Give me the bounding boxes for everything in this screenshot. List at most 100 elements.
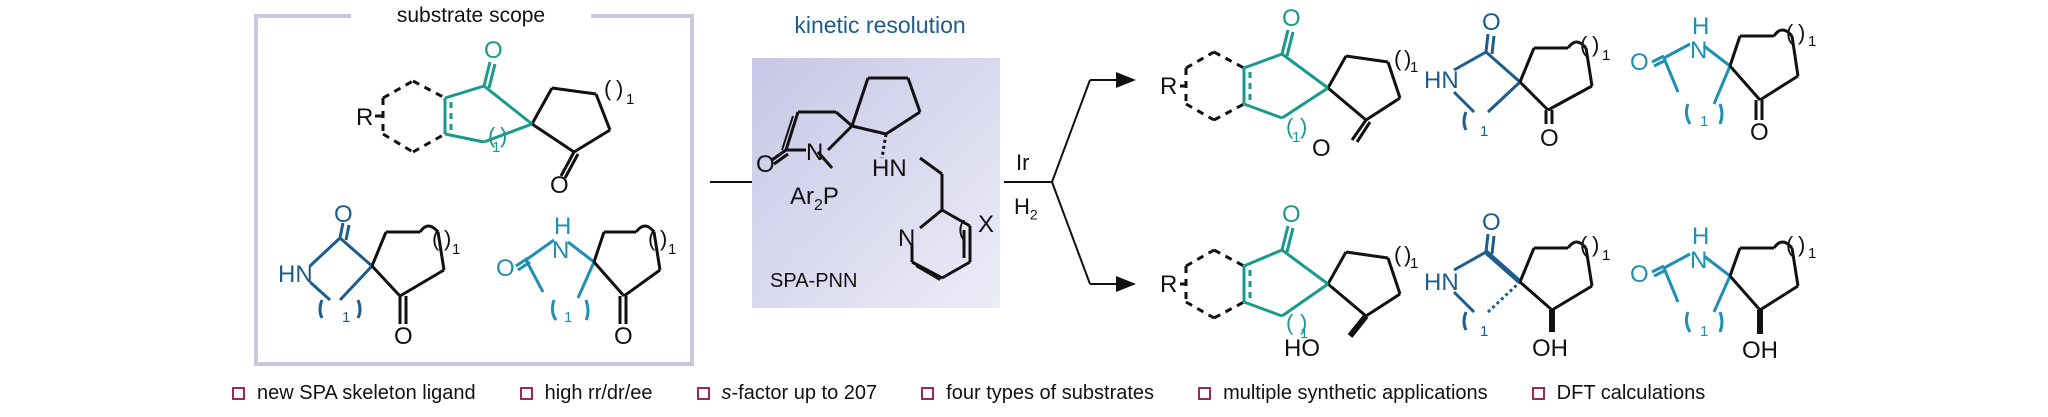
- product-top-indanone: [1180, 29, 1402, 143]
- ring-subscript: 1: [564, 309, 572, 326]
- reagent-label: H2: [1014, 194, 1038, 223]
- atom-o: O: [1282, 5, 1301, 32]
- product-top-azaspiro: [1651, 28, 1800, 125]
- substrate-scope-frame: [254, 14, 694, 366]
- atom-h: H: [1692, 13, 1709, 40]
- atom-o: O: [334, 201, 353, 228]
- checkbox-icon: [921, 386, 935, 400]
- ring-subscript: 1: [492, 139, 500, 156]
- svg-text:(: (: [432, 226, 440, 251]
- atom-o: O: [484, 37, 503, 64]
- feature-item: four types of substrates: [921, 382, 1154, 405]
- svg-text:(: (: [1786, 20, 1794, 45]
- svg-text:): ): [1300, 114, 1307, 139]
- atom-n: N: [898, 225, 915, 252]
- svg-text:): ): [1404, 242, 1411, 267]
- atom-o: O: [1282, 201, 1301, 228]
- product-top-lactam: [1452, 33, 1594, 131]
- catalyst-label: Ir: [1016, 150, 1030, 175]
- ring-subscript: 1: [626, 91, 634, 108]
- svg-text:): ): [1798, 232, 1805, 257]
- feature-item: DFT calculations: [1531, 382, 1705, 405]
- atom-hn: HN: [1424, 269, 1459, 296]
- atom-hn: HN: [872, 155, 907, 182]
- scope-indanone-structure: [375, 61, 612, 179]
- svg-text:(: (: [1286, 310, 1294, 335]
- svg-text:): ): [500, 123, 507, 148]
- atom-o: O: [496, 255, 515, 282]
- ring-subscript: 1: [1480, 123, 1488, 140]
- svg-text:(: (: [1394, 242, 1402, 267]
- svg-text:(: (: [648, 226, 656, 251]
- atom-oh: OH: [1742, 337, 1778, 364]
- ring-subscript: 1: [342, 309, 350, 326]
- ring-subscript: 1: [1808, 245, 1816, 262]
- atom-o: O: [1630, 261, 1649, 288]
- atom-o: O: [1540, 125, 1559, 152]
- svg-text:): ): [1798, 20, 1805, 45]
- checkbox-icon: [1531, 386, 1545, 400]
- atom-r: R: [356, 104, 373, 131]
- ring-subscript: 1: [1480, 323, 1488, 340]
- atom-ho: HO: [1284, 335, 1320, 362]
- svg-text:): ): [616, 76, 623, 101]
- atom-o: O: [756, 151, 775, 178]
- atom-n: N: [806, 139, 823, 166]
- checkbox-icon: [696, 386, 710, 400]
- atom-r: R: [1160, 73, 1177, 100]
- ring-subscript: 1: [1602, 47, 1610, 64]
- ring-subscript: 1: [1292, 129, 1300, 146]
- svg-text:(: (: [1580, 232, 1588, 257]
- atom-hn: HN: [278, 261, 313, 288]
- substrate-scope-title: substrate scope: [351, 4, 591, 28]
- atom-x: X: [978, 211, 994, 238]
- atom-n: N: [1690, 37, 1707, 64]
- reaction-arrows: [1004, 72, 1136, 292]
- product-bottom-lactam-alcohol: [1452, 233, 1594, 332]
- checkbox-icon: [232, 386, 245, 400]
- svg-text:): ): [1592, 232, 1599, 257]
- atom-h: H: [1692, 223, 1709, 250]
- atom-oh: OH: [1532, 335, 1568, 362]
- atom-o: O: [550, 172, 569, 199]
- atom-h: H: [554, 213, 571, 240]
- svg-text:): ): [1404, 46, 1411, 71]
- feature-list: new SPA skeleton ligand high rr/dr/ee s-…: [232, 380, 1749, 406]
- svg-text:(: (: [1394, 46, 1402, 71]
- svg-text:(: (: [488, 123, 496, 148]
- svg-text:(: (: [604, 76, 612, 101]
- svg-text:(: (: [958, 216, 966, 241]
- atom-o: O: [1482, 209, 1501, 236]
- svg-text:(: (: [1580, 32, 1588, 57]
- spa-pnn-ligand-structure: [771, 76, 972, 281]
- feature-item: multiple synthetic applications: [1198, 382, 1488, 405]
- atom-hn: HN: [1424, 67, 1459, 94]
- ring-subscript: 1: [1602, 247, 1610, 264]
- atom-o: O: [1750, 119, 1769, 146]
- ring-subscript: 1: [1410, 59, 1418, 76]
- scope-lactam-structure: [308, 222, 446, 324]
- atom-o: O: [1630, 49, 1649, 76]
- atom-labels: R O O 1 1 ( ) ( ) O HN 1 O 1 ( ) H N O 1…: [278, 5, 1816, 364]
- atom-o: O: [394, 323, 413, 350]
- ring-subscript: 1: [668, 241, 676, 258]
- atom-n: N: [1690, 247, 1707, 274]
- ring-subscript: 1: [1808, 33, 1816, 50]
- ring-subscript: 1: [1300, 325, 1308, 342]
- svg-text:(: (: [1286, 114, 1294, 139]
- ring-subscript: 1: [452, 241, 460, 258]
- atom-o: O: [1312, 135, 1331, 162]
- ligand-label: SPA-PNN: [770, 270, 858, 292]
- product-bottom-indanol: [1180, 225, 1402, 338]
- atom-ar2p: Ar2P: [790, 183, 839, 214]
- product-bottom-azaspiro-alcohol: [1651, 240, 1800, 334]
- atom-o: O: [614, 323, 633, 350]
- checkbox-icon: [519, 386, 533, 400]
- scope-azaspiro-structure: [515, 224, 662, 324]
- feature-item: s-factor up to 207: [696, 382, 877, 405]
- ring-subscript: 1: [1700, 113, 1708, 130]
- ligand-panel: [752, 58, 1000, 308]
- kinetic-resolution-title: kinetic resolution: [794, 12, 966, 38]
